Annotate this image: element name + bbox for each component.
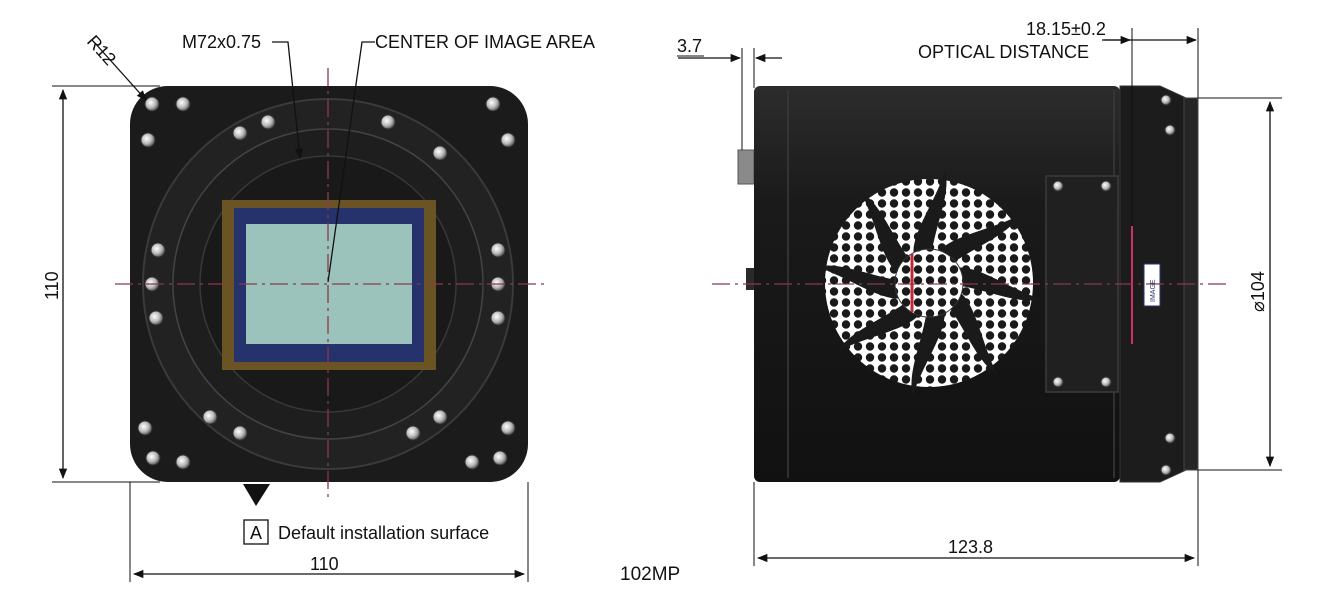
screw: [405, 425, 421, 441]
screw: [260, 114, 276, 130]
screw: [150, 242, 166, 258]
screw: [432, 409, 448, 425]
screw: [232, 125, 248, 141]
screw: [500, 132, 516, 148]
model-label: 102MP: [620, 564, 680, 585]
datum-box: [243, 519, 269, 545]
screw: [1052, 180, 1064, 192]
screw: [137, 420, 153, 436]
center-label: CENTER OF IMAGE AREA: [375, 32, 595, 52]
radius-leader: [93, 41, 147, 101]
screw: [1160, 94, 1172, 106]
screw: [145, 450, 161, 466]
flange-label: 3.7: [677, 36, 702, 56]
logo-badge: [1143, 263, 1161, 307]
screw: [140, 132, 156, 148]
diameter-label: ⌀104: [1248, 271, 1268, 312]
thread-leader: [272, 41, 304, 160]
fan-hub: [894, 248, 964, 318]
fan-blade: [929, 283, 997, 374]
screw: [232, 425, 248, 441]
front-view: R12 M72x0.75 CENTER OF IMAGE AREA 110 11…: [42, 31, 595, 582]
screw: [464, 454, 480, 470]
height-label: 110: [42, 271, 62, 300]
screw: [1164, 432, 1176, 444]
screw: [492, 450, 508, 466]
datum-caption: Default installation surface: [278, 523, 489, 543]
screw: [1160, 464, 1172, 476]
screw: [202, 409, 218, 425]
screw: [500, 420, 516, 436]
screw: [144, 96, 160, 112]
screw: [380, 114, 396, 130]
center-leader: [327, 41, 375, 283]
radius-label: R12: [83, 31, 120, 69]
screw: [485, 96, 501, 112]
thread-label: M72x0.75: [182, 32, 261, 52]
rear-connector: [737, 149, 755, 185]
datum-letter: A: [250, 523, 262, 543]
length-label: 123.8: [948, 537, 993, 557]
screw: [1100, 376, 1112, 388]
optical-distance-caption: OPTICAL DISTANCE: [918, 42, 1089, 62]
fan-blade: [861, 192, 929, 283]
datum-triangle: [243, 484, 270, 506]
screw: [1164, 124, 1176, 136]
rear-tab: [746, 268, 756, 290]
optical-distance-value: 18.15±0.2: [1026, 19, 1106, 39]
screw: [1100, 180, 1112, 192]
fan-blade: [929, 215, 1020, 283]
side-plate-screws: [1052, 94, 1176, 476]
screw: [148, 310, 164, 326]
screw: [175, 454, 191, 470]
width-label: 110: [310, 554, 339, 574]
screw: [490, 242, 506, 258]
screw: [175, 96, 191, 112]
side-view: IMAGE 3.7 18.15±0.2 OPTICAL DISTANCE ⌀10…: [677, 19, 1282, 566]
screw: [432, 145, 448, 161]
logo-text: IMAGE: [1150, 279, 1157, 302]
screw: [490, 310, 506, 326]
screw: [1052, 376, 1064, 388]
fan-blade: [838, 283, 929, 351]
